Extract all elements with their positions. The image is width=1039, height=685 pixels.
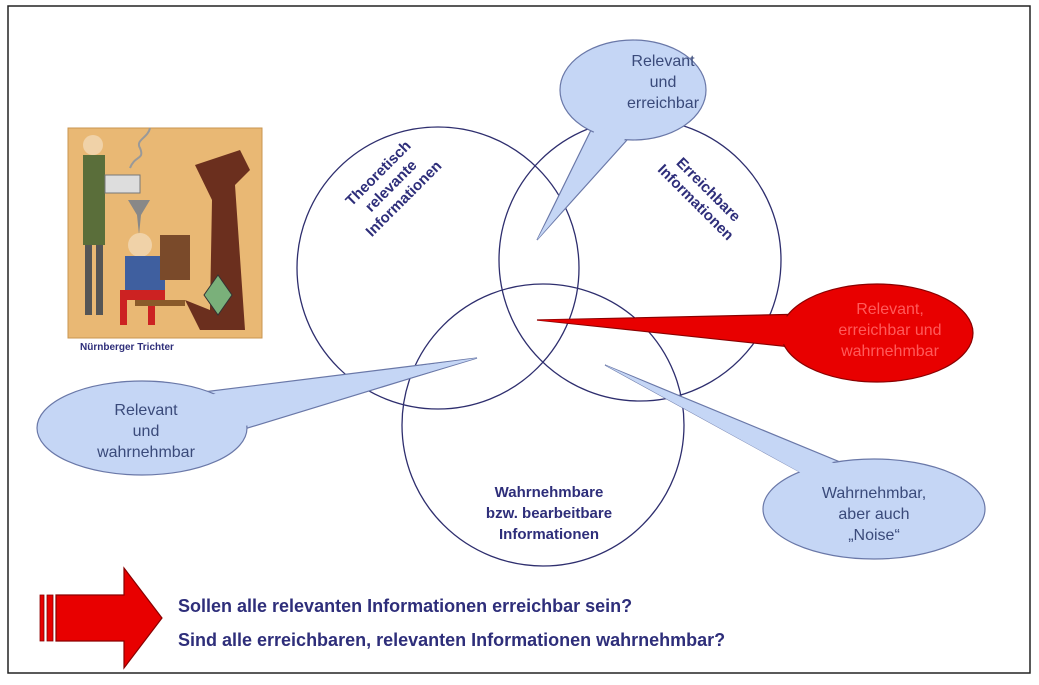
svg-text:wahrnehmbar: wahrnehmbar [840, 343, 940, 360]
svg-text:erreichbar und: erreichbar und [838, 322, 941, 339]
question-1: Sollen alle relevanten Informationen err… [178, 596, 632, 616]
callout-relevant-erreichbar-wahrnehmbar: Relevant, erreichbar und wahrnehmbar [536, 283, 974, 383]
callout-noise: Wahrnehmbar, aber auch „Noise“ [604, 364, 986, 560]
svg-text:und: und [133, 423, 160, 440]
callout-relevant-erreichbar: Relevant und erreichbar [536, 39, 707, 241]
svg-text:aber auch: aber auch [838, 506, 909, 523]
image-caption: Nürnberger Trichter [80, 342, 174, 353]
callout-relevant-wahrnehmbar: Relevant und wahrnehmbar [36, 357, 478, 476]
circle-theoretisch-relevant [296, 126, 580, 410]
svg-text:Wahrnehmbar,: Wahrnehmbar, [822, 485, 926, 502]
red-arrow-icon [39, 566, 163, 670]
svg-text:Relevant,: Relevant, [856, 301, 924, 318]
circle-wahrnehmbar [401, 283, 685, 567]
svg-text:Relevant: Relevant [631, 53, 695, 70]
nuernberger-trichter-illustration [67, 127, 263, 339]
svg-text:„Noise“: „Noise“ [848, 527, 900, 544]
label-wahrnehmbar: Wahrnehmbare bzw. bearbeitbare Informati… [486, 484, 612, 543]
svg-text:und: und [650, 74, 677, 91]
svg-text:Relevant: Relevant [114, 402, 178, 419]
svg-text:bzw. bearbeitbare: bzw. bearbeitbare [486, 505, 612, 522]
svg-text:wahrnehmbar: wahrnehmbar [96, 444, 196, 461]
svg-text:Informationen: Informationen [499, 526, 599, 543]
question-2: Sind alle erreichbaren, relevanten Infor… [178, 630, 725, 650]
svg-text:erreichbar: erreichbar [627, 95, 700, 112]
svg-text:Wahrnehmbare: Wahrnehmbare [495, 484, 604, 501]
